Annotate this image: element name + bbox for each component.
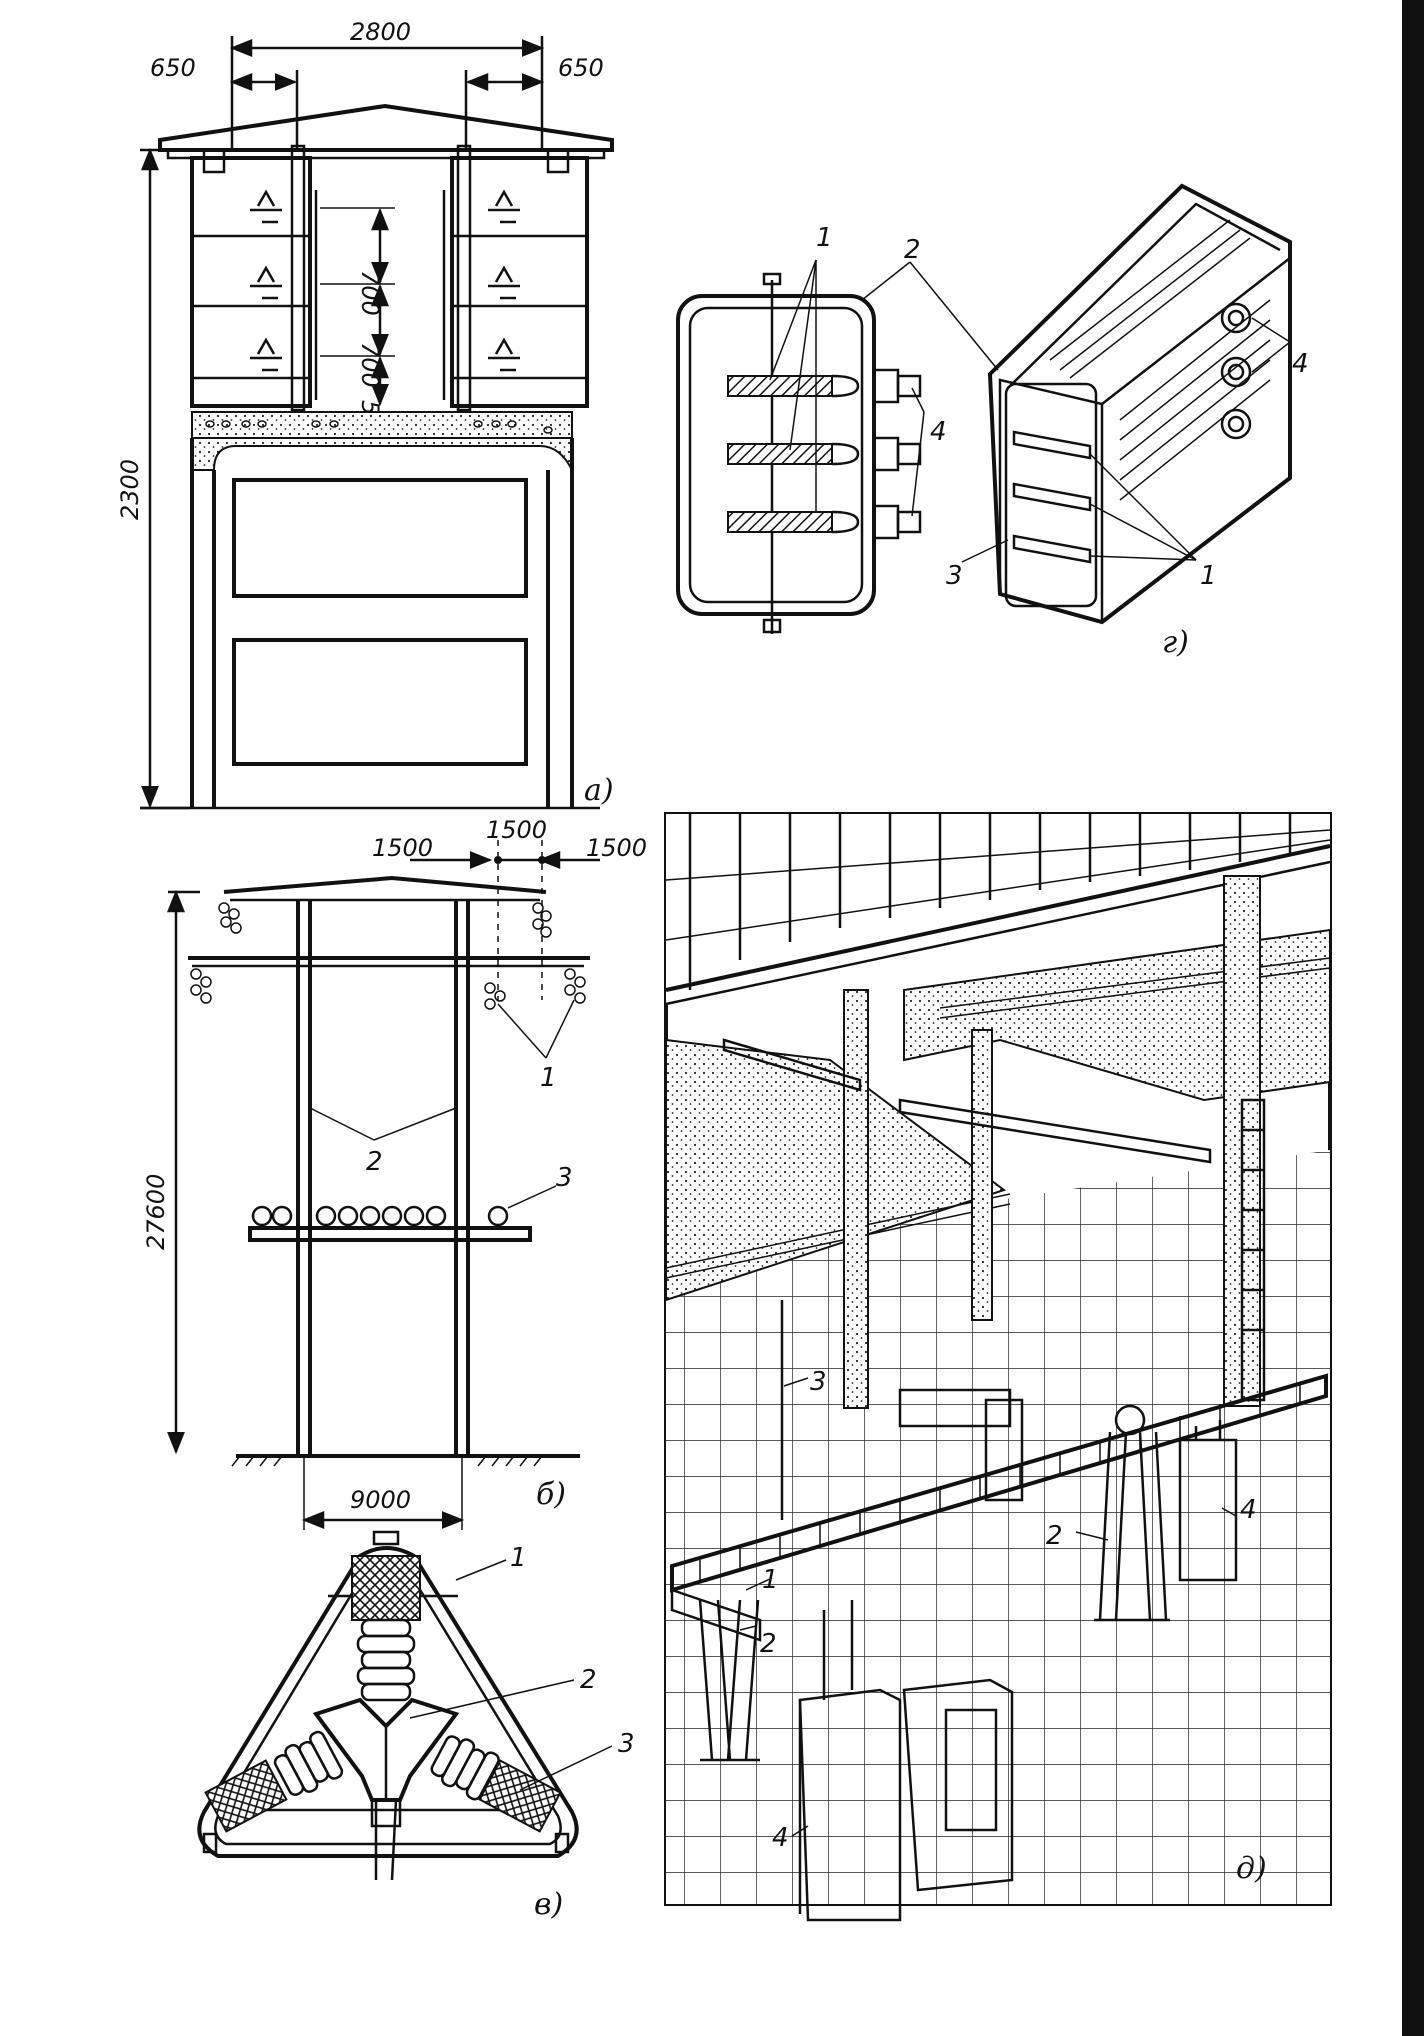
label-4-cabinet-left: 4 [772,1823,789,1853]
page-edge-bar [1402,0,1424,2036]
label-2-support-right: 2 [1046,1521,1063,1551]
label-2-support-left: 2 [760,1629,777,1659]
figure-b-tower: 1500 1500 1500 27600 [142,816,647,1530]
label-2-legs: 2 [366,1147,383,1177]
label-2-busbar: 2 [580,1665,597,1695]
figure-v-triangular-duct: 1 2 3 в) [197,1530,635,1922]
dim-spacing-right: 1500 [586,834,647,862]
dim-base-width: 9000 [350,1486,411,1514]
dim-spacing-mid: 1500 [486,816,547,844]
dim-left-offset: 650 [150,54,196,82]
dim-spacing-left: 1500 [372,834,433,862]
label-4-bolts-section: 4 [930,417,947,447]
label-1-busbars: 1 [816,223,833,253]
dim-height: 2300 [116,459,144,520]
figure-g-caption: г) [1162,625,1189,660]
label-3-insulator: 3 [618,1729,635,1759]
label-4-bolts-duct: 4 [1292,349,1309,379]
label-1-insulators: 1 [540,1063,557,1093]
dim-spacing-2: 700 [356,342,384,388]
label-1-busbars-duct: 1 [1200,561,1217,591]
figure-v-caption: в) [534,1887,563,1922]
label-2-enclosure: 2 [904,235,921,265]
dim-tower-height: 27600 [142,1174,170,1250]
label-3-insulator: 3 [946,561,963,591]
figure-g-busbar-enclosure: 1 2 4 4 3 1 г) [676,183,1309,660]
figure-d-caption: д) [1236,1851,1267,1886]
dim-total-width: 2800 [350,18,411,46]
figure-b-caption: б) [536,1477,566,1512]
dim-spacing-1: 700 [356,270,384,316]
figure-a-enclosed-busbar-tower: 2800 650 650 2300 [116,18,614,810]
label-1-housing: 1 [510,1543,527,1573]
dim-right-offset: 650 [558,54,604,82]
figure-d-industrial-hall: 3 1 2 2 4 4 д) [664,812,1332,1922]
label-3-rod: 3 [810,1367,827,1397]
figure-a-caption: а) [584,773,614,808]
label-1-busway: 1 [762,1565,779,1595]
label-3-pipes: 3 [556,1163,573,1193]
label-4-cabinet-right: 4 [1240,1495,1257,1525]
